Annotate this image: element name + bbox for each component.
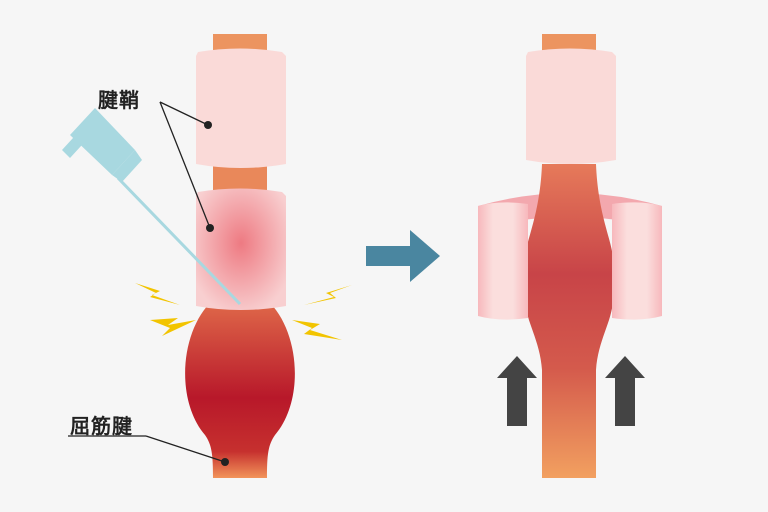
- lightning-bolt-icon: [135, 283, 352, 340]
- leader-dot-lower-sheath: [206, 224, 214, 232]
- tendon-swollen-segment: [185, 300, 295, 478]
- leader-dot-upper-sheath: [204, 121, 212, 129]
- up-arrow-icon: [497, 356, 537, 426]
- left-figure: [62, 34, 352, 478]
- sheath-upper-right: [526, 48, 616, 164]
- sheath-lower-inflamed: [196, 188, 286, 310]
- cuff-right-front: [612, 202, 662, 320]
- cuff-left-front: [478, 202, 528, 320]
- leader-dot-tendon: [221, 458, 229, 466]
- up-arrow-icon: [605, 356, 645, 426]
- sheath-upper: [196, 48, 286, 168]
- leader-lines: [68, 101, 226, 463]
- tendon-sheath-label: 腱鞘: [98, 88, 140, 112]
- syringe-needle-icon: [62, 108, 242, 306]
- right-figure: [478, 34, 662, 478]
- tendon-right: [525, 164, 613, 478]
- right-arrow-icon: [366, 230, 440, 282]
- flexor-tendon-label: 屈筋腱: [70, 414, 133, 438]
